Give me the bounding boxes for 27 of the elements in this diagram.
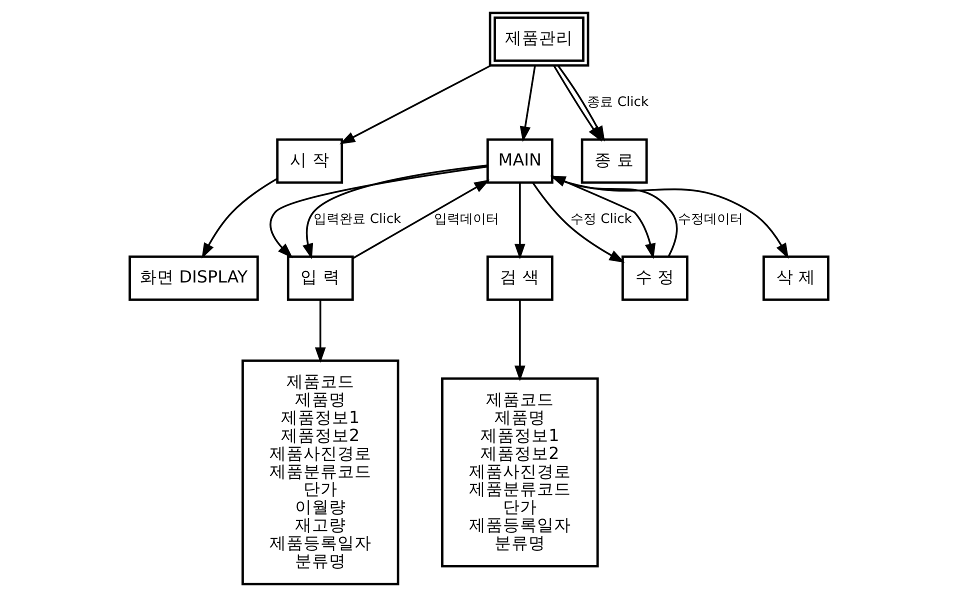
edge-label: 수정 Click	[570, 212, 632, 227]
edge-label: 입력데이터	[434, 212, 499, 227]
arrow	[514, 300, 525, 382]
node-box: 검 색	[486, 255, 553, 301]
node-box: 수 정	[621, 255, 688, 301]
arrow	[352, 180, 490, 260]
node-box: MAIN	[486, 138, 553, 184]
edge-label: 종료 Click	[586, 94, 648, 110]
node-box: 제품코드 제품명 제품정보1 제품정보2 제품사진경로 제품분류코드 단가 이월량 재고량 제품등록일자 분류명	[241, 359, 399, 586]
node-box: 입 력	[286, 255, 354, 301]
arrow	[514, 182, 525, 260]
node-box: 삭 제	[762, 255, 829, 301]
arrow	[339, 64, 490, 144]
arrow	[302, 164, 488, 260]
edge-label: 입력완료 Click	[313, 212, 401, 227]
node-box: 시 작	[276, 138, 343, 184]
node-box: 화면 DISPLAY	[128, 255, 258, 301]
node-box: 종 료	[580, 138, 648, 184]
edge-label: 수정데이터	[678, 212, 743, 227]
arrow	[314, 300, 326, 363]
arrow	[269, 166, 488, 258]
node-box: 제품코드 제품명 제품정보1 제품정보2 제품사진경로 제품분류코드 단가 제품등록일자 분류명	[440, 377, 598, 568]
arrow	[550, 176, 678, 258]
arrow	[201, 178, 278, 259]
node-box: 제품관리	[488, 12, 589, 67]
arrow	[532, 182, 624, 263]
arrow	[519, 66, 536, 142]
